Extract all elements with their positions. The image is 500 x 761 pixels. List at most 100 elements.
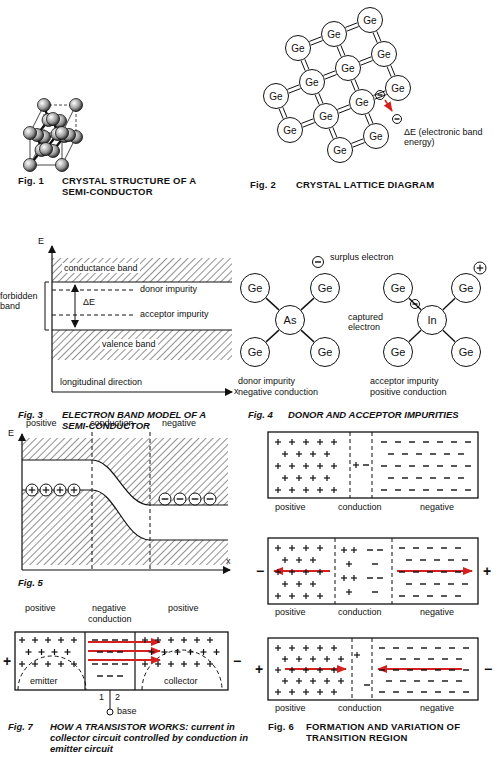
bond-stroke [337, 105, 349, 110]
figure-caption: CRYSTAL LATTICE DIAGRAM [296, 180, 434, 191]
label: conduction [338, 502, 382, 512]
label: negative [420, 703, 454, 713]
minus-charge [395, 465, 401, 466]
atom-circle: As [275, 305, 305, 335]
minus-charge [112, 639, 118, 640]
plus-charge [305, 463, 306, 469]
plus-charge [196, 661, 197, 667]
plus-charge [216, 649, 217, 655]
bond-stroke [351, 139, 363, 144]
plus-charge [183, 637, 184, 643]
atom-symbol: Ge [283, 125, 296, 136]
plus-charge [284, 475, 285, 481]
atom-symbol: Ge [248, 282, 263, 294]
plus-charge [277, 667, 278, 673]
label: positive [275, 703, 306, 713]
atom-symbol: Ge [391, 346, 406, 358]
atom-symbol: Ge [377, 49, 390, 60]
figure-caption: Fig. 5 [18, 578, 43, 589]
minus-charge [423, 489, 429, 490]
atom-symbol: As [284, 314, 297, 326]
bond-stroke [377, 31, 381, 41]
label: conduction [338, 703, 382, 713]
minus-charge [421, 669, 427, 670]
bond-line [345, 23, 358, 31]
minus-charge [386, 658, 392, 659]
bond-stroke [279, 109, 283, 119]
bond-line [301, 119, 314, 127]
plus-charge [333, 463, 334, 469]
bond-stroke [303, 123, 315, 128]
plus-charge [319, 569, 320, 575]
plus-charge [151, 649, 152, 655]
minus-charge [427, 547, 433, 548]
band-edge [52, 281, 232, 282]
label: positive conduction [370, 387, 447, 397]
bond-stroke [375, 95, 387, 100]
bond-stroke [347, 27, 359, 32]
electron-symbol [204, 493, 216, 505]
plus-charge [333, 667, 334, 673]
minus-charge [462, 583, 468, 584]
minus-charge [379, 647, 385, 648]
plus-charge [291, 689, 292, 695]
polarity-sign: + [483, 564, 491, 578]
electron-symbol [189, 493, 201, 505]
plus-charge [305, 593, 306, 599]
label: base [117, 706, 137, 716]
transistor [15, 632, 228, 715]
bond-stroke [309, 37, 321, 42]
plus-charge [28, 649, 29, 655]
bond-stroke [409, 330, 421, 341]
plus-charge [144, 637, 145, 643]
hole-symbol [26, 484, 38, 496]
minus-charge [97, 675, 103, 676]
plus-charge [353, 575, 354, 581]
minus-charge [395, 118, 400, 119]
electron-symbol [159, 493, 171, 505]
minus-charge [434, 583, 440, 584]
atom-symbol: Ge [391, 83, 404, 94]
plus-charge [319, 545, 320, 551]
minus-charge [399, 547, 405, 548]
plus-charge [291, 487, 292, 493]
atom-circle: Ge [383, 337, 413, 367]
atom-symbol: Ge [319, 111, 332, 122]
bond-stroke [339, 109, 351, 114]
bond-stroke [325, 75, 337, 80]
atom [24, 159, 37, 172]
polarity-sign: − [484, 662, 492, 676]
drawing-part [84, 632, 85, 690]
plus-charge [319, 689, 320, 695]
label: 2 [115, 692, 120, 702]
minus-charge [456, 680, 462, 681]
plus-charge [183, 661, 184, 667]
bond-stroke [345, 23, 357, 28]
minus-charge [449, 691, 455, 692]
plus-charge [277, 545, 278, 551]
plus-charge [21, 637, 22, 643]
plus-charge [47, 637, 48, 643]
label: acceptor impurity [370, 376, 439, 386]
figure-caption: FORMATION AND VARIATION OF TRANSITION RE… [306, 722, 488, 744]
plus-charge [170, 661, 171, 667]
atom-circle: Ge [263, 83, 289, 109]
label: E [38, 236, 44, 246]
drawing-part [392, 538, 393, 604]
plus-charge [177, 649, 178, 655]
energy-axis [21, 434, 22, 570]
atom [47, 113, 60, 126]
bond-line [337, 105, 350, 113]
plus-charge [291, 569, 292, 575]
emitter-arc [18, 656, 86, 690]
minus-charge [423, 441, 429, 442]
hole-symbol [68, 484, 80, 496]
current-arrow [88, 659, 160, 661]
valence-band [52, 330, 232, 360]
plus-charge [305, 667, 306, 673]
bond-line [309, 37, 322, 45]
bond-stroke [305, 59, 309, 69]
plus-charge [67, 649, 68, 655]
valence-band [22, 490, 228, 565]
